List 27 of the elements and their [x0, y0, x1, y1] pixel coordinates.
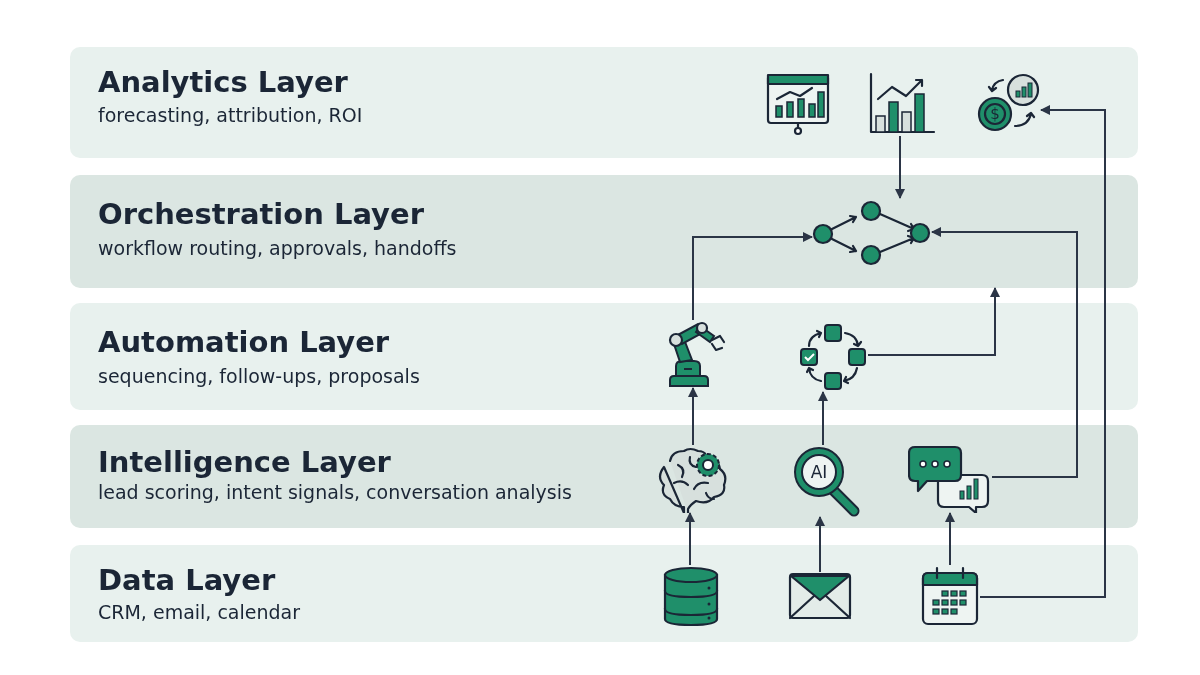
arrow — [688, 387, 698, 446]
layer-title: Data Layer — [98, 563, 276, 597]
arrow — [945, 512, 955, 566]
arrow — [685, 512, 695, 566]
layer-title: Orchestration Layer — [98, 197, 424, 231]
layer-title: Analytics Layer — [98, 65, 348, 99]
arrow — [895, 135, 905, 199]
layer-description: forecasting, attribution, ROI — [98, 104, 363, 126]
layer-description: workflow routing, approvals, handoffs — [98, 237, 457, 259]
layer-band — [70, 175, 1138, 288]
layer-title: Automation Layer — [98, 325, 390, 359]
layer-description: CRM, email, calendar — [98, 601, 301, 623]
arrow — [818, 391, 828, 446]
layer-band — [70, 303, 1138, 410]
layer-title: Intelligence Layer — [98, 445, 391, 479]
layer-description: sequencing, follow-ups, proposals — [98, 365, 420, 387]
icon-label: $ — [989, 104, 1001, 125]
layer-description: lead scoring, intent signals, conversation analysis — [98, 481, 572, 503]
arrow — [815, 516, 825, 573]
layer-band — [70, 425, 1138, 528]
arrow — [692, 232, 813, 321]
layer-band — [70, 545, 1138, 642]
arrow — [867, 287, 1000, 356]
layer-band — [70, 47, 1138, 158]
arrow — [931, 227, 1078, 478]
arrow — [979, 105, 1106, 598]
icon-label: AI — [809, 461, 829, 484]
